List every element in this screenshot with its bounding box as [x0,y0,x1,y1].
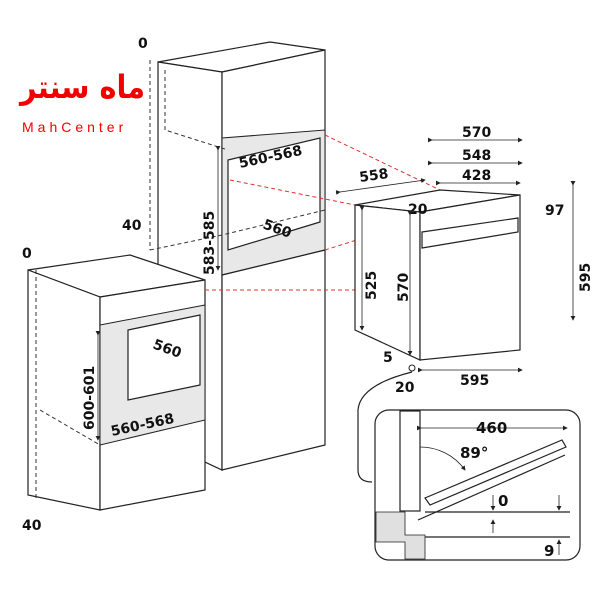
base-niche-height-label: 600-601 [82,366,98,430]
door-angle-label: 89° [460,444,488,462]
base-gap-top-label: 0 [22,246,32,262]
oven-panel-height-label: 97 [545,203,564,219]
oven-door [424,439,567,506]
tall-cabinet-niche-back [227,137,321,251]
oven-side-offset-label: 20 [395,380,415,396]
oven-height-total-label: 595 [578,263,594,292]
door-length-label: 460 [476,419,507,437]
logo-fa-text: ماه سنتر [18,68,145,106]
base-gap-bottom-label: 40 [22,518,42,534]
base-cabinet [27,254,206,511]
tall-gap-bottom-label: 40 [122,218,142,234]
oven-width-mid-label: 548 [462,148,491,164]
door-clearance-bottom-label: 9 [544,542,554,560]
oven-width-total-label: 570 [462,125,491,141]
oven-front-height-label: 570 [396,273,412,302]
oven-depth-label: 558 [358,166,389,186]
oven-width-inner-label: 428 [462,168,491,184]
tall-niche-height-label: 583-585 [202,211,218,275]
oven-control-panel [421,217,519,249]
oven [354,189,521,361]
oven-bottom-offset-label: 5 [383,350,393,366]
door-detail [357,371,581,561]
base-cabinet-niche-back [127,314,201,401]
tall-gap-top-label: 0 [138,36,148,52]
oven-body-height-label: 525 [364,271,380,300]
door-clearance-top-label: 0 [498,492,508,510]
mahcenter-logo: ماه سنتر MahCenter [18,68,145,135]
oven-front-width-label: 595 [460,373,489,389]
logo-en-text: MahCenter [22,119,127,135]
oven-top-offset-label: 20 [408,202,428,218]
